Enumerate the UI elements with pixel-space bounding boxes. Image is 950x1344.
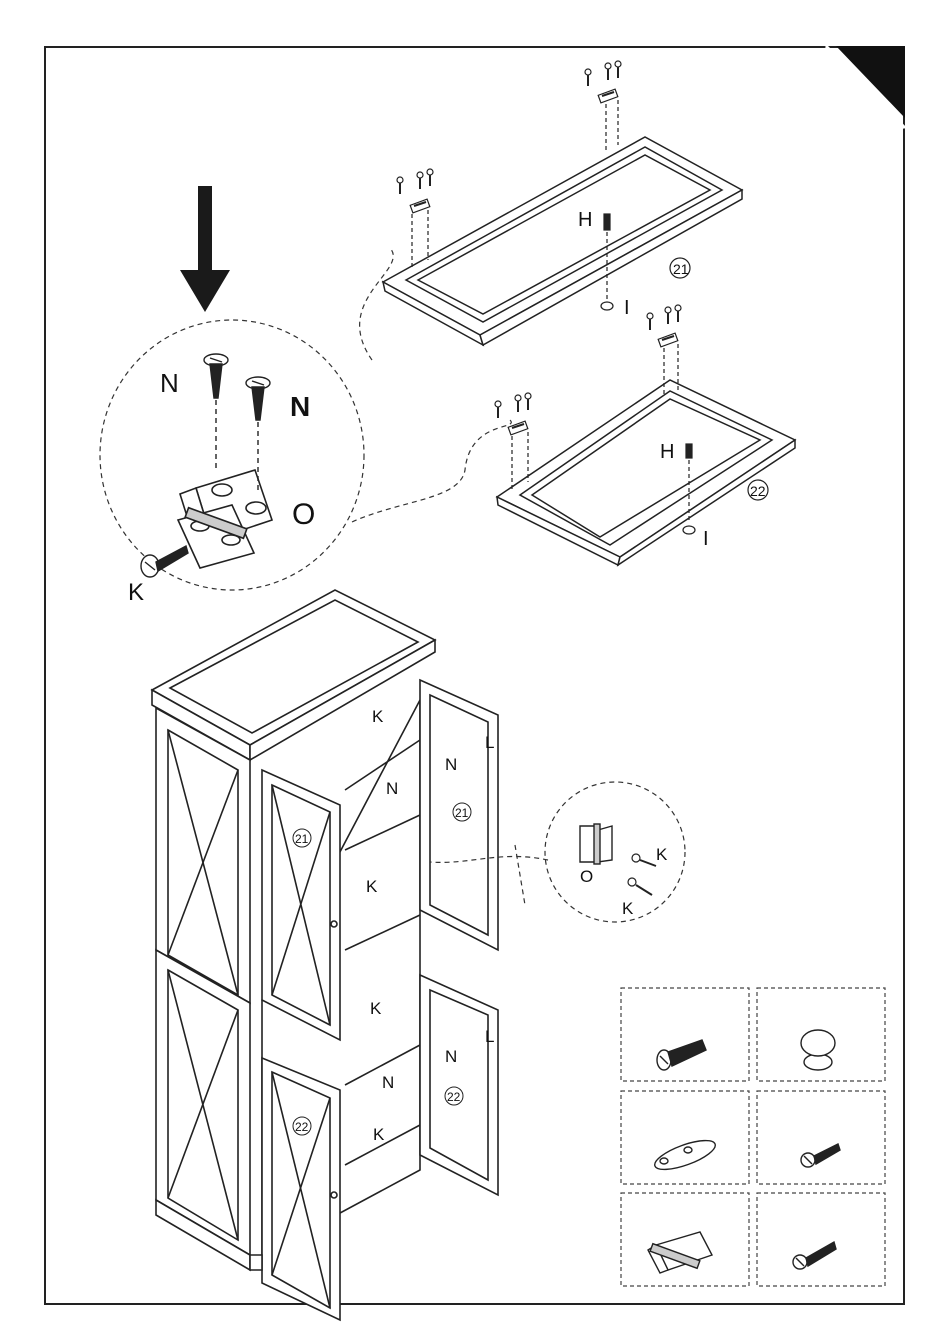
door-frame-21	[383, 137, 742, 345]
label-n-left: N	[160, 368, 179, 398]
hinge-icon	[648, 1232, 712, 1273]
bolt-icon	[657, 1040, 706, 1070]
short-screw-icon	[801, 1144, 840, 1167]
label-i-top: I	[624, 297, 630, 319]
cab-label-k1: K	[372, 707, 384, 726]
detail-label-k2: K	[622, 899, 634, 918]
cab-label-n3: N	[445, 1047, 457, 1066]
door-hinge-o-icon	[580, 824, 612, 864]
detail-screws	[628, 854, 656, 895]
label-h-top: H	[578, 209, 592, 231]
cabinet-body	[152, 590, 498, 1320]
cab-label-21-left: 21	[295, 832, 309, 846]
label-h-bottom: H	[660, 441, 674, 463]
label-22: 22	[750, 483, 766, 499]
cab-label-l2: L	[485, 1027, 494, 1046]
cab-label-l1: L	[485, 733, 494, 752]
cab-label-n2: N	[386, 779, 398, 798]
cab-label-n1: N	[445, 755, 457, 774]
cab-label-n4: N	[382, 1073, 394, 1092]
detail-label-o: O	[580, 867, 593, 886]
cab-label-22-right: 22	[447, 1090, 461, 1104]
cab-label-k2: K	[366, 877, 378, 896]
cab-label-k3: K	[370, 999, 382, 1018]
corner-tab	[836, 46, 905, 118]
long-screw-icon	[793, 1242, 836, 1269]
label-21: 21	[673, 261, 689, 277]
down-arrow-icon	[180, 186, 230, 312]
cab-label-k4: K	[373, 1125, 385, 1144]
plate-icon	[652, 1135, 719, 1176]
label-k: K	[128, 579, 144, 606]
cab-label-22-left: 22	[295, 1120, 309, 1134]
label-n-right: N	[290, 391, 310, 422]
cab-label-21-right: 21	[455, 806, 469, 820]
hinge-o-icon	[178, 470, 272, 568]
door-frame-22	[497, 380, 795, 565]
knob-icon	[801, 1030, 835, 1070]
screw-n-icon	[204, 354, 228, 470]
label-o: O	[292, 498, 315, 531]
detail-label-k1: K	[656, 845, 668, 864]
hardware-legend	[621, 988, 885, 1286]
label-i-bottom: I	[703, 528, 709, 550]
screw-k-icon	[141, 546, 188, 577]
